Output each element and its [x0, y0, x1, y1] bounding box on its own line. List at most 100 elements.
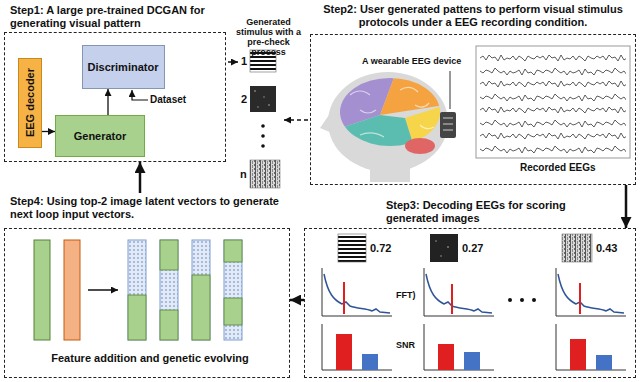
- latent-vector-bars: [160, 240, 178, 340]
- label-holder: 1: [241, 55, 247, 67]
- dataset-arrow: [132, 90, 148, 100]
- head-illustration: [405, 138, 435, 154]
- dashed-arrow: [284, 119, 308, 121]
- scored-images: [338, 234, 592, 262]
- stimulus-images: [250, 160, 280, 188]
- step-heading: Step4: Using top-2 image latent vectors …: [10, 195, 288, 221]
- snr-plots: [424, 324, 494, 370]
- eeg-traces: [476, 46, 630, 158]
- latent-vector-bars: [192, 240, 210, 340]
- fft-plots: [343, 282, 345, 314]
- scored-images: [338, 234, 366, 262]
- heading-holder: Step4: Using top-2 image latent vectors …: [10, 195, 288, 221]
- head-illustration: [440, 112, 456, 138]
- ellipsis-dots: [532, 298, 536, 302]
- box-label: EEG decoder: [24, 68, 36, 137]
- stimulus-images: [261, 124, 265, 128]
- label-holder: Generated stimulus with a pre-check proc…: [229, 17, 308, 57]
- label-holder: n: [240, 168, 247, 180]
- head-illustration: [320, 72, 456, 182]
- latent-vector-bars: [224, 240, 242, 262]
- fft-plots: [451, 284, 453, 314]
- brain: [335, 115, 415, 150]
- snr-plots: [438, 344, 454, 370]
- latent-vector-bars: [34, 240, 242, 340]
- ellipsis-dots: [520, 298, 524, 302]
- label-holder: 2: [241, 93, 247, 105]
- box-label: Discriminator: [88, 61, 159, 73]
- latent-vector-bars: [224, 240, 242, 340]
- label-holder: SNR: [396, 340, 415, 350]
- stimulus-images: [263, 96, 265, 98]
- callout-number: 2: [241, 93, 247, 105]
- head-illustration: [443, 130, 453, 131]
- scored-images: [562, 234, 592, 262]
- flow-connector: [625, 185, 628, 228]
- brain: [350, 87, 434, 137]
- panel-label: Recorded EEGs: [520, 162, 596, 173]
- label-holder: A wearable EEG device: [362, 56, 461, 66]
- heading-holder: Step1: A large pre-trained DCGAN for gen…: [10, 4, 224, 30]
- label-holder: 0.27: [462, 242, 483, 254]
- latent-vector-bars: [34, 240, 50, 340]
- stimulus-images: [268, 104, 270, 106]
- stimulus-images: [257, 106, 259, 108]
- panel-caption: Feature addition and genetic evolving: [51, 352, 248, 364]
- callout-number: 1: [241, 55, 247, 67]
- label-holder: Recorded EEGs: [520, 162, 596, 173]
- plot-label: SNR: [396, 340, 415, 350]
- latent-vector-bars: [224, 298, 242, 325]
- stimulus-images: [250, 86, 276, 112]
- latent-vector-bars: [160, 310, 178, 340]
- scored-images: [435, 240, 437, 242]
- fft-plots: [556, 268, 626, 316]
- stimulus-caption: Generated stimulus with a pre-check proc…: [236, 17, 301, 57]
- snr-plots: [322, 324, 626, 370]
- step-heading: Step2: User generated pattens to perform…: [310, 3, 636, 29]
- step-panel: Step4: Using top-2 image latent vectors …: [4, 193, 290, 378]
- latent-vector-bars: [88, 289, 118, 291]
- box-label: Generator: [74, 130, 127, 142]
- snr-plots: [322, 324, 392, 370]
- ellipsis-dots: [508, 298, 512, 302]
- score-value: 0.72: [370, 242, 391, 254]
- label-holder: 0.72: [370, 242, 391, 254]
- callout-number: n: [240, 168, 247, 180]
- eeg-traces: [476, 46, 630, 158]
- scored-images: [430, 234, 458, 262]
- snr-plots: [556, 324, 626, 370]
- stimulus-images: [254, 90, 256, 92]
- heading-holder: Step3: Decoding EEGs for scoring generat…: [386, 199, 618, 225]
- score-value: 0.43: [596, 242, 617, 254]
- head-illustration: [328, 72, 448, 172]
- flow-arrow: [228, 61, 238, 63]
- device-label: A wearable EEG device: [362, 56, 461, 66]
- snr-plots: [464, 352, 480, 370]
- flow-connector: [139, 162, 142, 193]
- heading-holder: Step2: User generated pattens to perform…: [310, 3, 636, 29]
- snr-plots: [570, 339, 586, 370]
- flow-connector: [42, 131, 55, 132]
- scored-images: [447, 246, 449, 248]
- latent-vector-bars: [128, 295, 146, 340]
- eeg-traces: [480, 50, 626, 154]
- label-holder: 0.43: [596, 242, 617, 254]
- latent-vector-bars: [192, 275, 210, 340]
- label-holder: Dataset: [150, 94, 186, 105]
- generator-box: Generator: [55, 115, 145, 157]
- head-illustration: [320, 112, 332, 133]
- stimulus-images: [261, 144, 265, 148]
- scored-images: [440, 255, 442, 257]
- fft-plots: [322, 268, 392, 316]
- label-holder: FFT): [396, 290, 416, 300]
- discriminator-box: Discriminator: [82, 45, 165, 89]
- score-value: 0.27: [462, 242, 483, 254]
- latent-vector-bars: [160, 240, 178, 270]
- dataset-label: Dataset: [150, 94, 186, 105]
- step-panel: Step1: A large pre-trained DCGAN for gen…: [4, 2, 226, 162]
- stimulus-images: [250, 50, 280, 188]
- latent-vector-bars: [64, 240, 80, 340]
- head-illustration: [443, 124, 453, 125]
